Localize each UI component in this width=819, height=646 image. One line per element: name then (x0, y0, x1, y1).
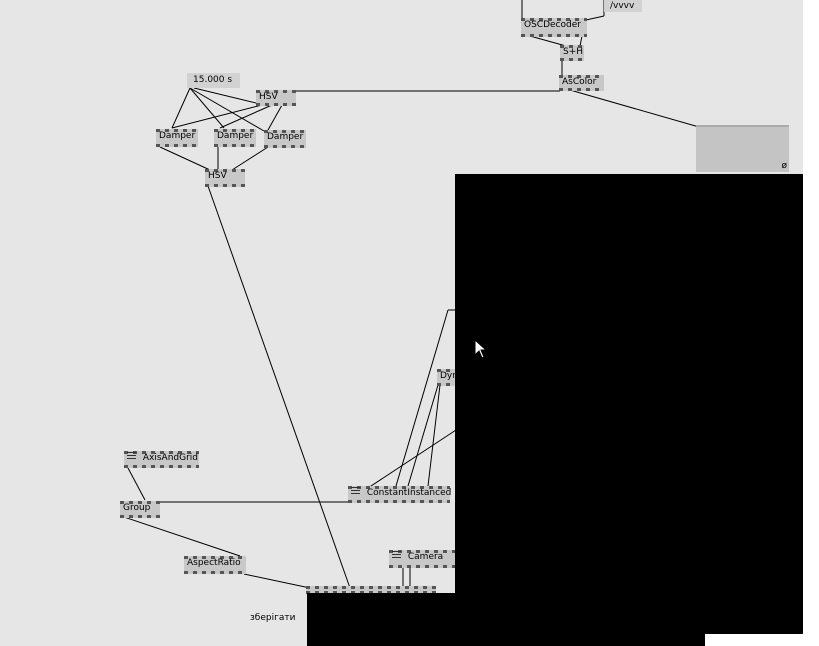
aspect-ratio-node[interactable]: AspectRatio (184, 556, 246, 574)
menu-icon (127, 452, 136, 459)
axis-and-grid-label: AxisAndGrid (142, 453, 199, 463)
damper-2-label: Damper (217, 131, 254, 141)
constant-instanced-label: ConstantInstanced (366, 488, 452, 498)
axis-and-grid-node[interactable]: AxisAndGrid (124, 451, 199, 468)
damper-3-label: Damper (267, 132, 304, 142)
dyn-node[interactable]: Dyn (437, 369, 458, 386)
damper-node-2[interactable]: Damper (214, 129, 256, 147)
as-color-label: AsColor (562, 77, 597, 87)
black-overlay-main (455, 174, 803, 634)
camera-node[interactable]: Camera (389, 550, 456, 568)
sample-hold-node[interactable]: S+H (560, 45, 584, 61)
damper-1-label: Damper (159, 131, 196, 141)
black-overlay-bottom (307, 593, 705, 646)
osc-address-value: /vvvv (610, 1, 635, 11)
save-label: зберігати (250, 613, 296, 623)
damper-node-3[interactable]: Damper (264, 130, 306, 148)
hsv-node-top[interactable]: HSV (256, 90, 296, 106)
dyn-label: Dyn (440, 371, 458, 381)
renderer-window[interactable]: ø (696, 125, 789, 172)
mouse-cursor-icon (474, 339, 488, 359)
constant-instanced-node[interactable]: ConstantInstanced (348, 486, 452, 503)
time-iobox[interactable]: 15.000 s (187, 73, 240, 88)
camera-label: Camera (407, 552, 444, 562)
white-strip-bottom (705, 634, 819, 646)
menu-icon (351, 487, 360, 494)
hsv-bottom-label: HSV (208, 171, 227, 181)
menu-icon (392, 551, 401, 558)
as-color-node[interactable]: AsColor (559, 75, 604, 91)
renderer-symbol: ø (781, 161, 787, 171)
group-label: Group (123, 503, 151, 513)
group-node[interactable]: Group (120, 501, 160, 518)
time-value: 15.000 s (193, 75, 233, 85)
hsv-top-label: HSV (259, 92, 278, 102)
damper-node-1[interactable]: Damper (156, 129, 198, 147)
hsv-node-bottom[interactable]: HSV (205, 169, 245, 187)
osc-decoder-label: OSCDecoder (524, 20, 581, 30)
white-strip-right (803, 0, 819, 646)
sample-hold-label: S+H (563, 47, 584, 57)
aspect-ratio-label: AspectRatio (187, 558, 241, 568)
osc-address-iobox[interactable]: /vvvv (604, 0, 642, 12)
osc-decoder-node[interactable]: OSCDecoder (521, 18, 587, 37)
scene-node-partial[interactable] (306, 586, 436, 594)
